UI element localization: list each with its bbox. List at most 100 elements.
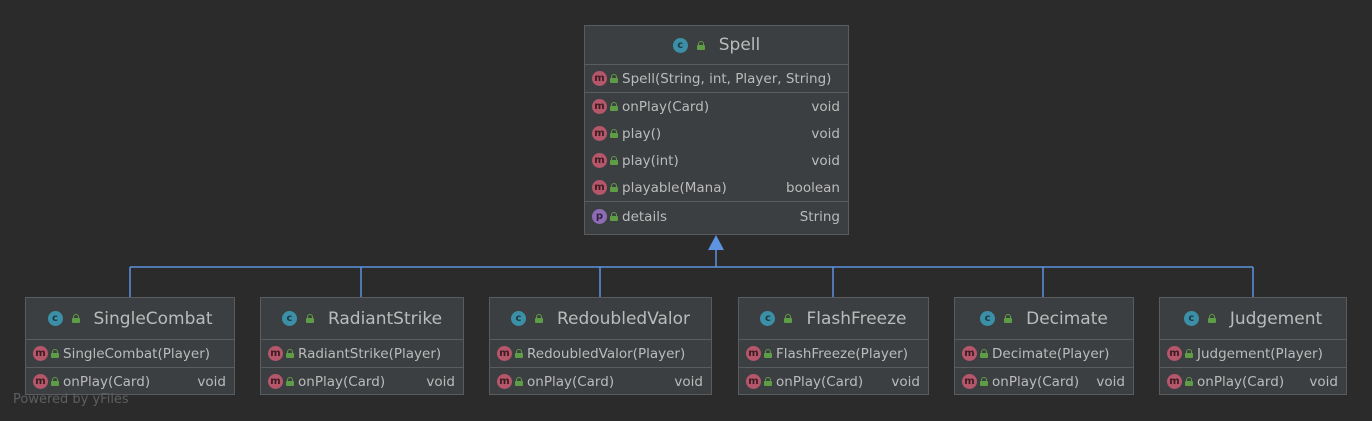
class-title: RedoubledValor <box>556 308 691 329</box>
method-icon: m <box>1167 346 1182 361</box>
public-lock-icon <box>980 349 988 358</box>
class-icon: c <box>1183 311 1199 326</box>
method-row[interactable]: m onPlay(Card) void <box>585 93 848 120</box>
public-lock-icon <box>51 377 59 386</box>
method-row[interactable]: m onPlay(Card) void <box>490 368 711 395</box>
method-icon: m <box>33 346 48 361</box>
methods-section: m onPlay(Card) void <box>490 368 711 395</box>
public-lock-icon <box>534 314 543 323</box>
constructor-row[interactable]: m SingleCombat(Player) <box>26 340 234 367</box>
constructor-section: m RadiantStrike(Player) <box>261 340 463 368</box>
class-icon: c <box>980 311 996 326</box>
method-name: play() <box>622 125 662 142</box>
method-return-type: void <box>811 98 840 115</box>
public-lock-icon <box>610 183 618 192</box>
class-icon: c <box>281 311 297 326</box>
constructor-row[interactable]: m RedoubledValor(Player) <box>490 340 711 367</box>
class-header: c RedoubledValor <box>490 298 711 340</box>
constructor-signature: RadiantStrike(Player) <box>298 345 442 362</box>
properties-section: p details String <box>585 202 848 231</box>
class-icon: c <box>510 311 526 326</box>
constructor-section: m Spell(String, int, Player, String) <box>585 65 848 93</box>
public-lock-icon <box>610 102 618 111</box>
public-lock-icon <box>305 314 314 323</box>
method-row[interactable]: m onPlay(Card) void <box>261 368 463 395</box>
constructor-signature: RedoubledValor(Player) <box>527 345 686 362</box>
method-row[interactable]: m onPlay(Card) void <box>955 368 1133 395</box>
class-node-redoubledvalor[interactable]: c RedoubledValor m RedoubledValor(Player… <box>489 297 712 395</box>
method-icon: m <box>497 374 512 389</box>
methods-section: m onPlay(Card) void <box>26 368 234 395</box>
class-icon: c <box>760 311 776 326</box>
method-row[interactable]: m playable(Mana) boolean <box>585 174 848 201</box>
method-row[interactable]: m play() void <box>585 120 848 147</box>
class-title: Spell <box>718 35 761 55</box>
class-node-spell[interactable]: c Spell m Spell(String, int, Player, Str… <box>584 25 849 235</box>
constructor-row[interactable]: m FlashFreeze(Player) <box>739 340 928 367</box>
method-icon: m <box>497 346 512 361</box>
constructor-signature: FlashFreeze(Player) <box>776 345 908 362</box>
class-icon: c <box>47 311 63 326</box>
method-icon: m <box>962 346 977 361</box>
public-lock-icon <box>286 377 294 386</box>
class-header: c RadiantStrike <box>261 298 463 340</box>
constructor-row[interactable]: m Spell(String, int, Player, String) <box>585 65 848 92</box>
class-header: c Spell <box>585 26 848 65</box>
method-icon: m <box>592 153 607 168</box>
class-node-judgement[interactable]: c Judgement m Judgement(Player) m onPlay… <box>1159 297 1347 395</box>
method-name: onPlay(Card) <box>622 98 710 115</box>
property-name: details <box>622 208 667 225</box>
constructor-section: m Judgement(Player) <box>1160 340 1346 368</box>
constructor-row[interactable]: m RadiantStrike(Player) <box>261 340 463 367</box>
class-icon: c <box>672 37 688 53</box>
method-return-type: boolean <box>786 179 840 196</box>
class-header: c Judgement <box>1160 298 1346 340</box>
class-node-radiantstrike[interactable]: c RadiantStrike m RadiantStrike(Player) … <box>260 297 464 395</box>
method-row[interactable]: m onPlay(Card) void <box>739 368 928 395</box>
method-icon: m <box>962 374 977 389</box>
public-lock-icon <box>286 349 294 358</box>
constructor-row[interactable]: m Judgement(Player) <box>1160 340 1346 367</box>
class-node-singlecombat[interactable]: c SingleCombat m SingleCombat(Player) m … <box>25 297 235 395</box>
property-type: String <box>799 208 840 225</box>
property-row[interactable]: p details String <box>585 202 848 231</box>
method-row[interactable]: m onPlay(Card) void <box>26 368 234 395</box>
public-lock-icon <box>1004 314 1013 323</box>
class-title: RadiantStrike <box>327 308 443 329</box>
method-icon: m <box>268 374 283 389</box>
constructor-section: m FlashFreeze(Player) <box>739 340 928 368</box>
method-name: onPlay(Card) <box>527 373 615 390</box>
method-name: play(int) <box>622 152 679 169</box>
method-row[interactable]: m onPlay(Card) void <box>1160 368 1346 395</box>
method-return-type: void <box>811 152 840 169</box>
method-icon: m <box>1167 374 1182 389</box>
class-header: c SingleCombat <box>26 298 234 340</box>
methods-section: m onPlay(Card) void <box>739 368 928 395</box>
public-lock-icon <box>610 156 618 165</box>
class-title: Judgement <box>1229 308 1323 329</box>
method-icon: m <box>592 180 607 195</box>
method-icon: m <box>746 346 761 361</box>
constructor-row[interactable]: m Decimate(Player) <box>955 340 1133 367</box>
public-lock-icon <box>696 40 705 50</box>
class-header: c Decimate <box>955 298 1133 340</box>
method-return-type: void <box>674 373 703 390</box>
constructor-section: m RedoubledValor(Player) <box>490 340 711 368</box>
class-node-decimate[interactable]: c Decimate m Decimate(Player) m onPlay(C… <box>954 297 1134 395</box>
method-row[interactable]: m play(int) void <box>585 147 848 174</box>
constructor-section: m Decimate(Player) <box>955 340 1133 368</box>
public-lock-icon <box>610 74 618 83</box>
public-lock-icon <box>764 349 772 358</box>
public-lock-icon <box>764 377 772 386</box>
method-name: onPlay(Card) <box>1197 373 1285 390</box>
method-icon: m <box>746 374 761 389</box>
public-lock-icon <box>51 349 59 358</box>
class-node-flashfreeze[interactable]: c FlashFreeze m FlashFreeze(Player) m on… <box>738 297 929 395</box>
method-return-type: void <box>1309 373 1338 390</box>
public-lock-icon <box>71 314 80 323</box>
public-lock-icon <box>515 377 523 386</box>
methods-section: m onPlay(Card) void <box>1160 368 1346 395</box>
method-name: onPlay(Card) <box>776 373 864 390</box>
method-return-type: void <box>426 373 455 390</box>
